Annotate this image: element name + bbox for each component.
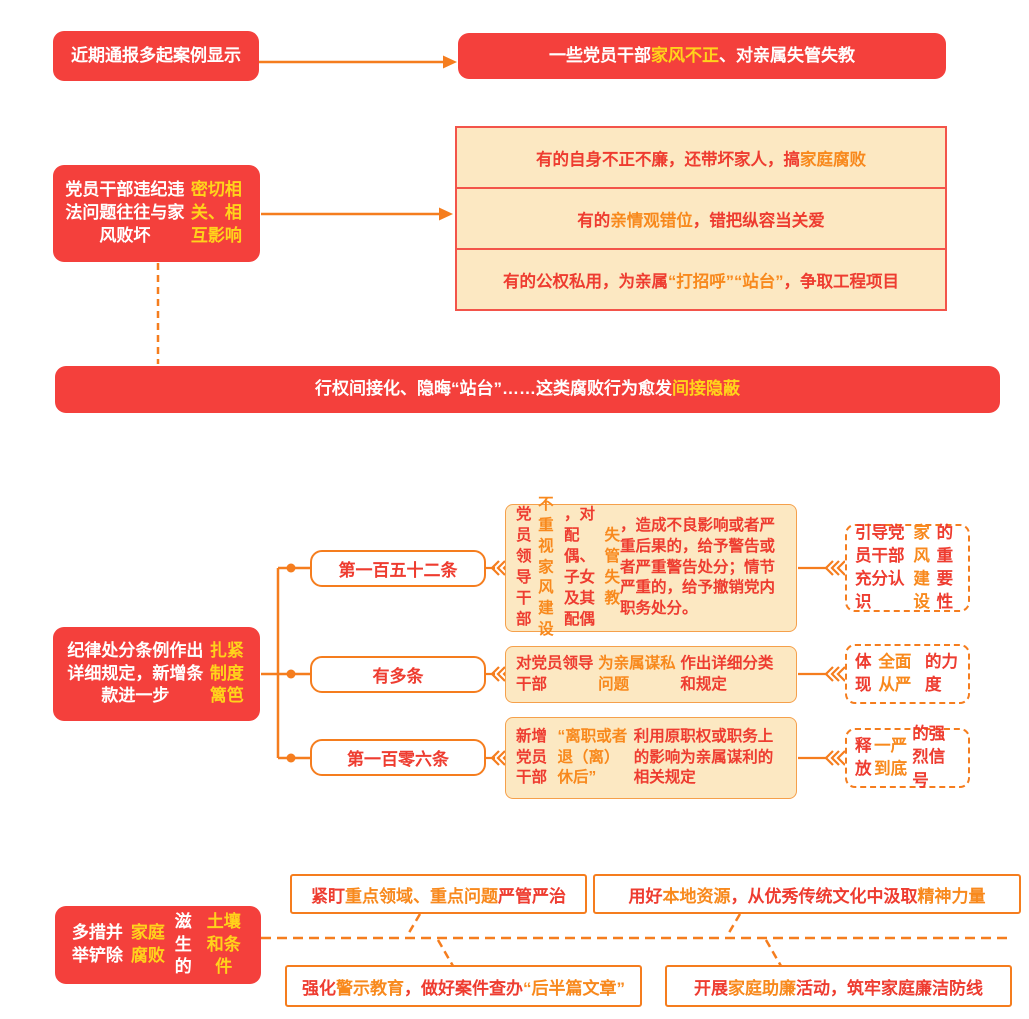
text-segment: 强化: [302, 978, 336, 998]
text-segment: 失管失教: [604, 527, 621, 607]
text-segment: 利用原职权或职务上的影响为亲属谋利的相关规定: [633, 727, 774, 787]
text-segment: 有的: [577, 211, 611, 230]
case-report-box: 近期通报多起案例显示: [53, 31, 259, 81]
text-segment: 一严到底: [874, 736, 908, 778]
text-segment: 纪律处分条例作出详细规定，新增条款进一步: [67, 640, 204, 706]
example-row: 有的公权私用，为亲属“打招呼”“站台”，争取工程项目: [457, 250, 945, 309]
text-segment: 有的自身不正不廉，还带坏家人，搞: [536, 150, 800, 169]
text-segment: 的重要性: [936, 523, 954, 612]
cause-box: 党员干部违纪违法问题往往与家风败坏密切相关、相互影响: [53, 165, 260, 262]
text-segment: 的力度: [925, 652, 958, 694]
text-segment: 亲情观错位: [610, 211, 693, 230]
text-segment: 新增党员干部: [516, 727, 548, 787]
text-segment: 为亲属谋私问题: [598, 654, 676, 693]
text-segment: 重点领域、重点问题: [345, 886, 498, 906]
hidden-corruption-banner: 行权间接化、隐晦“站台”……这类腐败行为愈发间接隐蔽: [55, 366, 1000, 413]
text-segment: 、对亲属失管失教: [719, 45, 855, 65]
arrow-right-icon: [259, 55, 457, 69]
text-segment: 有的公权私用，为亲属: [503, 272, 668, 291]
text-segment: 的强烈信号: [912, 725, 946, 790]
text-segment: 不重视家风建设: [538, 495, 554, 639]
text-segment: 开展: [694, 978, 728, 998]
text-segment: 扎紧制度篱笆: [209, 640, 244, 706]
text-segment: 用好: [628, 886, 663, 906]
branch-note-card: 引导党员干部充分认识家风建设的重要性: [845, 524, 970, 612]
text-segment: 党员干部违纪违法问题往往与家风败坏: [65, 180, 185, 245]
text-segment: ，争取工程项目: [783, 272, 900, 291]
measure-box: 强化警示教育，做好案件查办“后半篇文章”: [285, 965, 642, 1007]
multiple-articles-box: 有多条: [310, 656, 486, 693]
article-106-box: 第一百零六条: [310, 739, 486, 776]
text-segment: 间接隐蔽: [672, 379, 740, 399]
text-segment: ，错把纵容当关爱: [692, 211, 825, 230]
text-segment: 家庭腐败: [800, 150, 866, 169]
text-segment: 党员领导干部: [516, 506, 532, 628]
text-segment: 一些党员干部: [549, 45, 651, 65]
text-segment: 对党员领导干部: [516, 654, 594, 693]
text-segment: 体现: [855, 652, 872, 694]
example-row: 有的自身不正不廉，还带坏家人，搞家庭腐败: [457, 128, 945, 189]
text-segment: ，对配偶、子女及其配偶: [563, 506, 595, 628]
text-segment: ，造成不良影响或者严重后果的，给予警告或者严重警告处分；情节严重的，给予撤销党内…: [620, 516, 776, 618]
example-row: 有的亲情观错位，错把纵容当关爱: [457, 189, 945, 250]
text-segment: “打招呼”“站台”: [668, 272, 784, 291]
text-segment: 引导党员干部充分认识: [855, 523, 905, 612]
measures-theme-box: 多措并举铲除家庭腐败滋生的土壤和条件: [55, 906, 261, 984]
text-segment: 家庭助廉: [728, 978, 796, 998]
text-segment: “后半篇文章”: [523, 978, 625, 998]
text-segment: 行权间接化、隐晦“站台”……这类腐败行为愈发: [315, 379, 672, 399]
text-segment: 紧盯: [311, 886, 345, 906]
text-segment: 警示教育: [336, 978, 404, 998]
text-segment: 精神力量: [917, 886, 986, 906]
branch-detail-card: 新增党员干部 “离职或者退（离）休后”利用原职权或职务上的影响为亲属谋利的相关规定: [505, 717, 797, 799]
bracket-connector: [261, 563, 310, 763]
text-segment: 家风建设: [913, 523, 930, 612]
text-segment: 本地资源: [662, 886, 731, 906]
text-segment: 多措并举铲除: [71, 923, 123, 965]
measure-box: 用好本地资源，从优秀传统文化中汲取精神力量: [593, 874, 1021, 914]
branch-note-card: 释放一严到底的强烈信号: [845, 725, 970, 790]
text-segment: 近期通报多起案例显示: [71, 45, 241, 65]
text-segment: 全面从严: [878, 652, 912, 694]
chevron-link-icon: [798, 560, 846, 766]
text-segment: 滋生的: [174, 911, 192, 977]
branch-detail-card: 对党员领导干部为亲属谋私问题作出详细分类和规定: [505, 646, 797, 703]
examples-panel: 有的自身不正不廉，还带坏家人，搞家庭腐败 有的亲情观错位，错把纵容当关爱 有的公…: [455, 126, 947, 311]
text-segment: ，从优秀传统文化中汲取: [730, 886, 918, 906]
measure-box: 开展家庭助廉活动，筑牢家庭廉洁防线: [665, 965, 1012, 1007]
text-segment: 作出详细分类和规定: [680, 654, 774, 693]
text-segment: 家庭腐败: [130, 923, 165, 965]
text-segment: “离职或者退（离）休后”: [557, 727, 628, 787]
branch-detail-card: 党员领导干部不重视家风建设 ，对配偶、子女及其配偶失管失教，造成不良影响或者严重后…: [505, 496, 797, 638]
dashed-spine-connector: [261, 913, 1012, 967]
text-segment: ，做好案件查办: [404, 978, 523, 998]
arrow-right-icon: [261, 207, 453, 221]
article-152-box: 第一百五十二条: [310, 550, 486, 587]
conclusion-box: 一些党员干部家风不正、对亲属失管失教: [458, 33, 946, 79]
text-segment: 土壤和条件: [206, 911, 241, 977]
branch-note-card: 体现全面从严的力度: [845, 644, 970, 704]
text-segment: 释放: [855, 736, 872, 778]
text-segment: 活动，筑牢家庭廉洁防线: [796, 978, 983, 998]
measure-box: 紧盯重点领域、重点问题严管严治: [290, 874, 587, 914]
text-segment: 严管严治: [498, 886, 566, 906]
regulation-intro-box: 纪律处分条例作出详细规定，新增条款进一步扎紧制度篱笆: [53, 627, 260, 721]
text-segment: 密切相关、相互影响: [190, 180, 242, 245]
text-segment: 家风不正: [651, 45, 719, 65]
